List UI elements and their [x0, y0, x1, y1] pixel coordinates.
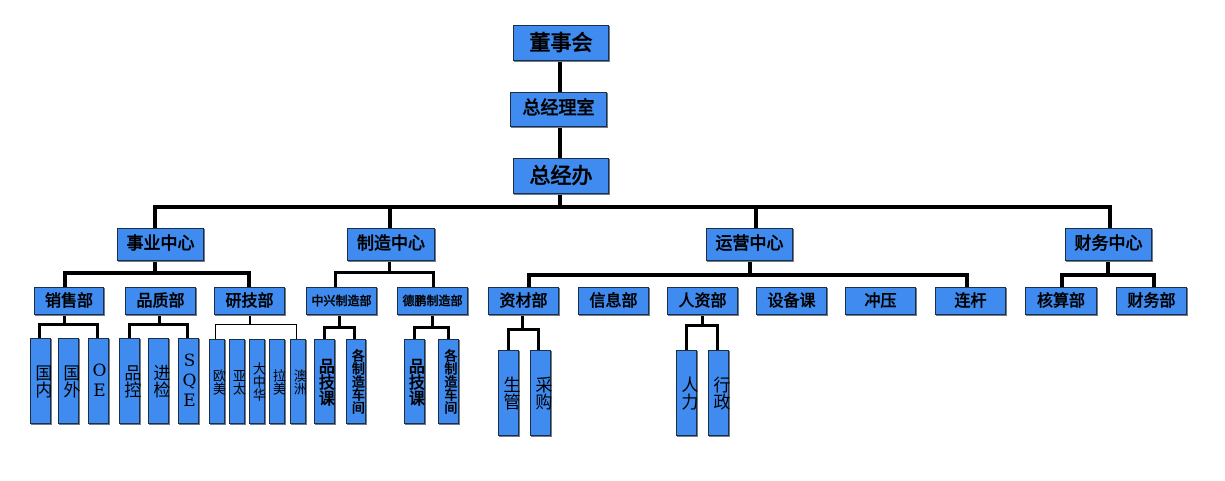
- node-administration: 行政: [708, 350, 729, 436]
- node-zhongxing-mfg-dept: 中兴制造部: [306, 287, 377, 315]
- connector-line: [158, 315, 161, 325]
- connector-line: [413, 326, 450, 329]
- connector-line: [432, 271, 435, 288]
- connector-line: [1060, 273, 1156, 277]
- connector-line: [323, 326, 356, 329]
- node-dp-process-tech: 品技课: [404, 339, 425, 424]
- connector-line: [527, 273, 531, 288]
- connector-line: [558, 60, 562, 93]
- node-incoming-inspection: 进检: [148, 338, 169, 424]
- node-gm-room: 总经理室: [510, 92, 607, 127]
- connector-line: [247, 271, 251, 288]
- connector-line: [63, 315, 66, 325]
- connector-line: [521, 314, 524, 331]
- connector-line: [716, 324, 719, 350]
- connector-line: [338, 314, 341, 328]
- node-depeng-mfg-dept: 德鹏制造部: [397, 287, 468, 315]
- connector-line: [153, 260, 157, 273]
- connector-line: [754, 205, 758, 229]
- connector-line: [1152, 273, 1156, 288]
- connector-line: [685, 324, 719, 327]
- node-operations-center: 运营中心: [706, 228, 793, 261]
- connector-line: [431, 314, 434, 328]
- node-stamping: 冲压: [845, 287, 916, 315]
- node-finance-dept: 财务部: [1116, 287, 1187, 315]
- connector-line: [1108, 205, 1112, 229]
- node-manufacturing-center: 制造中心: [347, 228, 435, 261]
- connector-line: [249, 315, 251, 325]
- node-sqe: SQE: [178, 338, 199, 424]
- connector-line: [353, 326, 356, 340]
- node-connecting-rod: 连杆: [935, 287, 1006, 315]
- node-quality-dept: 品质部: [125, 287, 196, 315]
- connector-line: [388, 205, 392, 229]
- node-board: 董事会: [513, 25, 609, 61]
- node-quality-control: 品控: [119, 338, 140, 424]
- connector-line: [558, 126, 562, 159]
- node-zx-process-tech: 品技课: [314, 339, 335, 424]
- connector-line: [215, 324, 297, 325]
- node-zx-workshops: 各制造车间: [346, 339, 366, 424]
- connector-line: [334, 271, 337, 288]
- connector-line: [537, 328, 540, 350]
- connector-line: [1106, 260, 1110, 276]
- connector-line: [153, 205, 157, 229]
- connector-line: [413, 326, 416, 340]
- node-latin-america: 拉美: [269, 339, 285, 424]
- connector-line: [323, 326, 326, 340]
- connector-line: [63, 271, 67, 288]
- connector-line: [63, 271, 251, 275]
- node-materials-dept: 资材部: [488, 287, 559, 315]
- connector-line: [296, 324, 297, 339]
- node-dp-workshops: 各制造车间: [438, 339, 459, 424]
- node-oe: OE: [88, 338, 109, 424]
- connector-line: [1060, 273, 1064, 288]
- connector-line: [447, 326, 450, 340]
- node-europe-america: 欧美: [209, 339, 225, 424]
- node-hr-dept: 人资部: [667, 287, 738, 315]
- node-rd-dept: 研技部: [214, 287, 285, 315]
- node-asia-pacific: 亚太: [229, 339, 245, 424]
- node-overseas: 国外: [58, 338, 79, 424]
- node-domestic: 国内: [30, 338, 51, 424]
- node-human-resources: 人力: [676, 350, 697, 436]
- connector-line: [153, 205, 1112, 209]
- connector-line: [507, 328, 510, 350]
- connector-line: [96, 323, 99, 339]
- connector-line: [965, 273, 969, 288]
- connector-line: [38, 323, 41, 339]
- connector-line: [527, 273, 969, 277]
- node-purchasing: 采购: [530, 350, 551, 436]
- connector-line: [128, 323, 131, 339]
- node-business-center: 事业中心: [117, 228, 204, 261]
- connector-line: [186, 323, 189, 339]
- node-it-dept: 信息部: [578, 287, 649, 315]
- connector-line: [388, 260, 391, 273]
- node-australia: 澳洲: [290, 339, 306, 424]
- node-greater-china: 大中华: [249, 339, 265, 424]
- node-finance-center: 财务中心: [1065, 228, 1152, 261]
- connector-line: [128, 323, 188, 326]
- connector-line: [334, 271, 435, 274]
- connector-line: [748, 260, 752, 276]
- node-accounting-dept: 核算部: [1025, 287, 1097, 315]
- connector-line: [38, 323, 99, 326]
- connector-line: [215, 324, 216, 339]
- node-production-control: 生管: [498, 350, 519, 436]
- connector-line: [507, 328, 540, 331]
- node-sales-dept: 销售部: [34, 287, 104, 315]
- connector-line: [685, 324, 688, 350]
- connector-line: [701, 314, 704, 326]
- connector-line: [558, 193, 562, 208]
- node-gm-office: 总经办: [513, 158, 609, 194]
- node-equipment-section: 设备课: [756, 287, 827, 315]
